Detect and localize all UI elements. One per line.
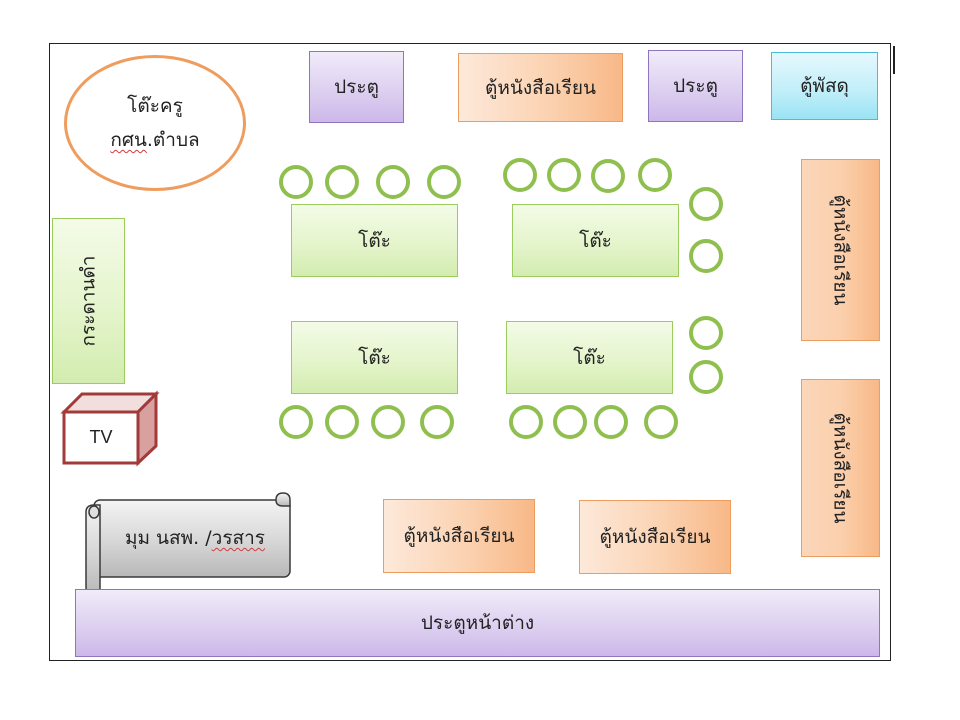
table-2-label: โต๊ะ [579,229,612,252]
chair [427,165,461,199]
reading-corner-label-a: มุม นสพ. / [124,527,212,549]
table-2: โต๊ะ [512,204,679,277]
shelf-top: ตู้หนังสือเรียน [458,53,623,122]
front-window-door: ประตูหน้าต่าง [75,589,880,657]
classroom-frame [49,43,891,661]
supply-cabinet-label: ตู้พัสดุ [800,75,849,97]
table-4: โต๊ะ [506,321,673,394]
reading-corner-label: มุม นสพ. /วรสาร [125,523,265,553]
chair [325,405,359,439]
table-1: โต๊ะ [291,204,458,277]
chair [638,158,672,192]
teacher-desk-label-2: กศน.ตำบล [110,123,199,157]
chair [644,405,678,439]
blackboard-label: กระดานดำ [77,255,100,347]
shelf-top-label: ตู้หนังสือเรียน [485,76,596,99]
blackboard: กระดานดำ [52,218,125,384]
shelf-bottom-2-label: ตู้หนังสือเรียน [599,526,711,548]
edge-mark [893,46,895,74]
chair [279,165,313,199]
chair [553,405,587,439]
shelf-right-2-label: ตู้หนังสือเรียน [829,412,852,524]
front-window-door-label: ประตูหน้าต่าง [420,612,535,634]
chair [689,316,723,350]
shelf-right-1: ตู้หนังสือเรียน [801,159,880,341]
table-3: โต๊ะ [291,321,458,394]
reading-corner-label-b: วรสาร [211,527,266,549]
chair [689,360,723,394]
door-top-left-label: ประตู [334,76,379,98]
table-4-label: โต๊ะ [573,346,606,369]
door-top-right-label: ประตู [673,75,718,97]
chair [689,187,723,221]
teacher-desk: โต๊ะครู กศน.ตำบล [64,55,246,191]
chair [591,159,625,193]
reading-corner: มุม นสพ. /วรสาร [100,502,290,574]
door-top-right: ประตู [648,50,743,122]
shelf-bottom-1: ตู้หนังสือเรียน [383,499,535,573]
chair [376,165,410,199]
chair [279,405,313,439]
chair [371,405,405,439]
chair [594,405,628,439]
door-top-left: ประตู [309,51,404,123]
teacher-desk-label-2b: .ตำบล [146,129,200,151]
shelf-bottom-2: ตู้หนังสือเรียน [579,500,731,574]
chair [509,405,543,439]
shelf-bottom-1-label: ตู้หนังสือเรียน [403,525,515,547]
chair [503,158,537,192]
table-3-label: โต๊ะ [358,346,391,369]
table-1-label: โต๊ะ [358,229,391,252]
teacher-desk-label-2a: กศน [110,129,147,151]
tv-label: TV [89,427,113,447]
chair [420,405,454,439]
tv-label-box: TV [64,412,138,463]
supply-cabinet: ตู้พัสดุ [771,52,878,120]
chair [689,239,723,273]
shelf-right-2: ตู้หนังสือเรียน [801,379,880,557]
chair [547,158,581,192]
teacher-desk-label-1: โต๊ะครู [127,95,183,117]
chair [325,165,359,199]
shelf-right-1-label: ตู้หนังสือเรียน [829,194,852,306]
